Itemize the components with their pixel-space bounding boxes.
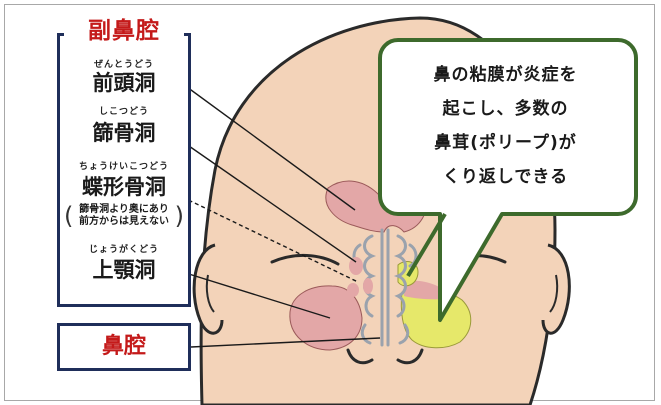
ethmoid-sinus-label: 篩骨洞 — [92, 121, 156, 145]
bubble-line-3: 鼻茸(ポリープ)が — [434, 133, 577, 153]
maxillary-sinus-label: 上顎洞 — [92, 258, 156, 282]
note-line-1: 篩骨洞より奥にあり — [79, 204, 169, 215]
ethmoid-cells — [352, 228, 418, 347]
nasal-cavity-label: 鼻腔 — [57, 323, 191, 371]
bubble-line-1: 鼻の粘膜が炎症を — [433, 65, 578, 85]
sinus-title: 副鼻腔 — [64, 16, 184, 46]
bubble-line-2: 起こし、多数の — [442, 99, 569, 119]
leader-lines — [175, 78, 381, 348]
left-ear — [192, 243, 224, 335]
ethmoid-pink — [347, 257, 373, 297]
frontal-sinus-ruby: ぜんとうどう — [93, 60, 154, 70]
frontal-sinus-label: 前頭洞 — [92, 71, 156, 95]
note-line-2: 前方からは見えない — [79, 216, 169, 227]
maxillary-sinus-ruby: じょうがくどう — [88, 245, 159, 255]
note-open-paren: ( — [64, 202, 74, 230]
maxillary-sinus-left — [289, 285, 363, 351]
ethmoid-sinus-ruby: しこつどう — [98, 107, 149, 117]
bubble-line-4: くり返しできる — [442, 167, 569, 187]
speech-bubble — [378, 38, 638, 322]
sphenoid-sinus-label: 蝶形骨洞 — [82, 175, 166, 199]
left-eye — [270, 253, 340, 266]
sphenoid-note: ( 篩骨洞より奥にあり 前方からは見えない ) — [60, 204, 188, 228]
bubble-text: 鼻の粘膜が炎症を 起こし、多数の 鼻茸(ポリープ)が くり返しできる — [388, 58, 623, 194]
note-close-paren: ) — [174, 202, 184, 230]
sphenoid-sinus-ruby: ちょうけいこつどう — [78, 162, 169, 172]
sinus-legend-box — [57, 33, 191, 307]
nose-outline — [346, 348, 374, 365]
